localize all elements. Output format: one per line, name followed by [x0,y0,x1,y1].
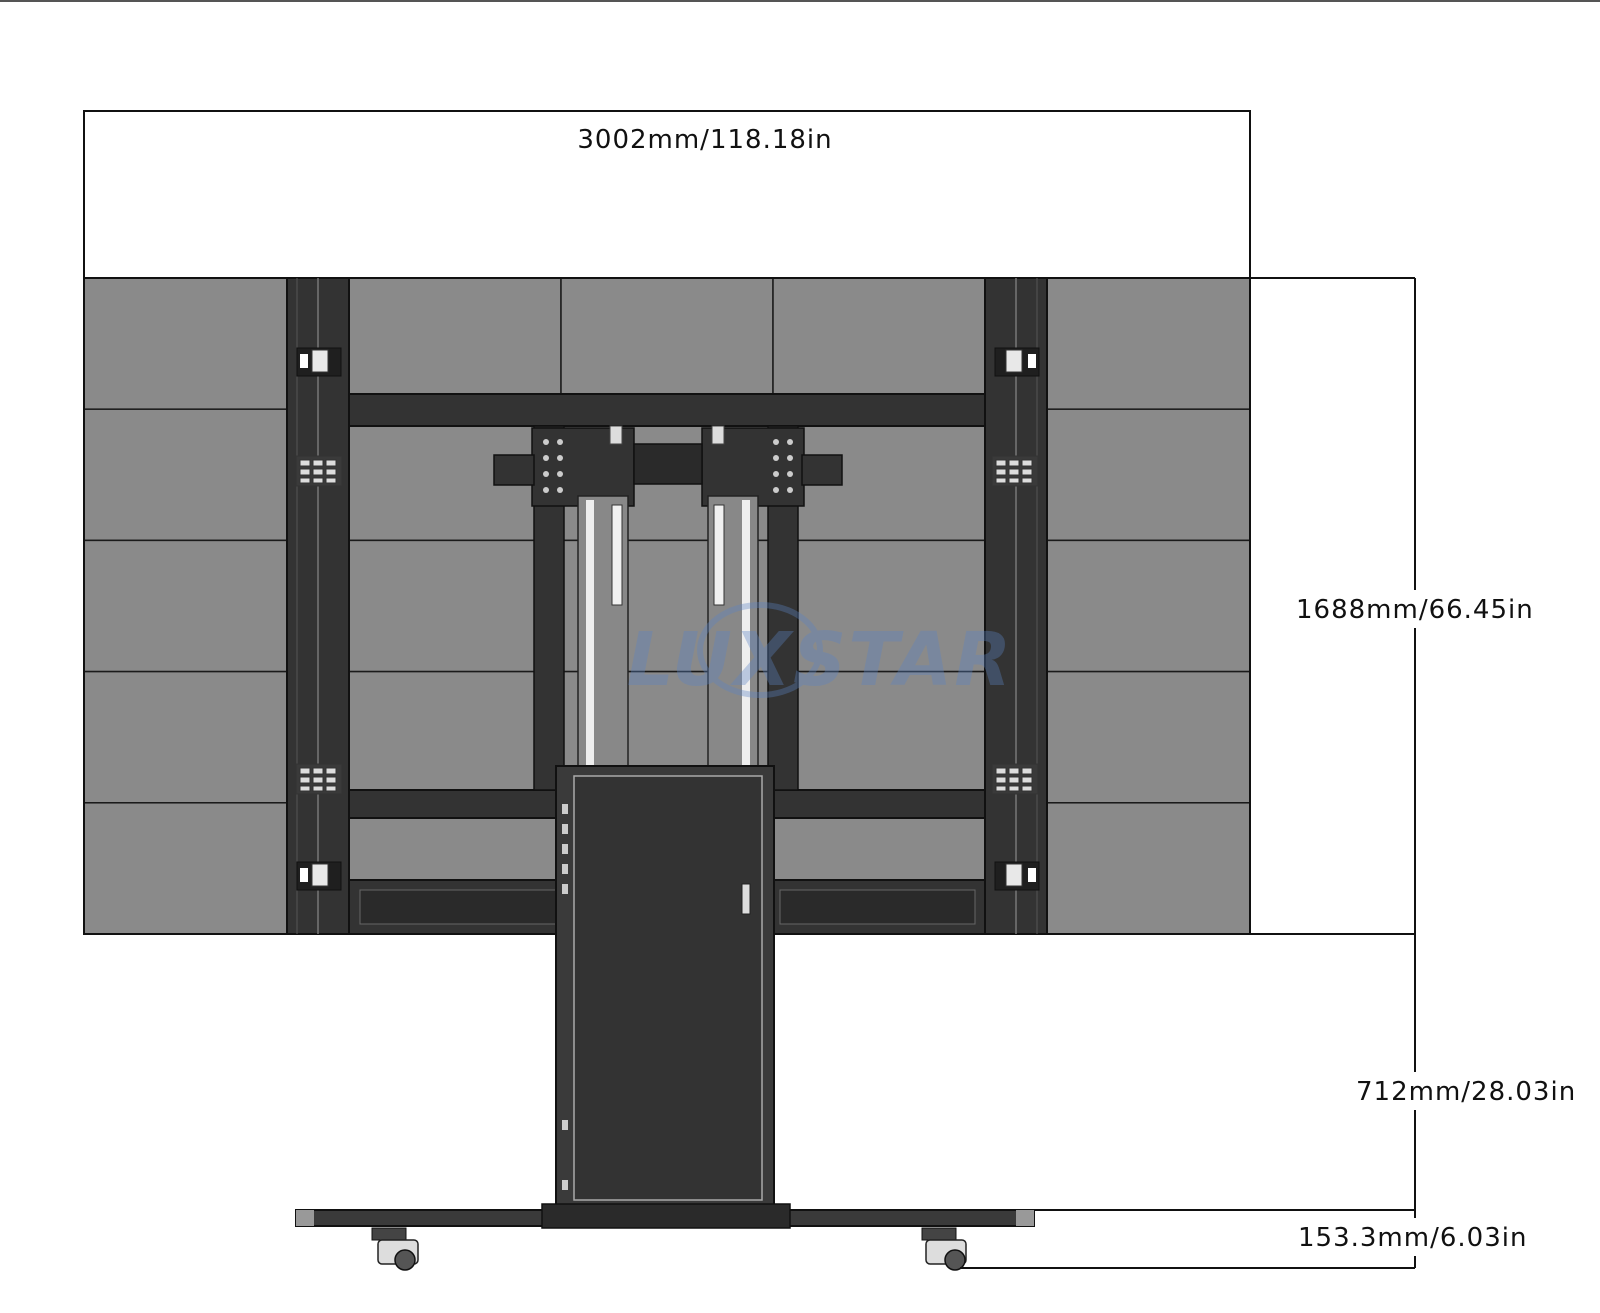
clamp-bottom-right [994,861,1040,891]
bracket-mid-left-upper [295,455,343,487]
watermark-swoosh [697,602,823,698]
panel-center-r1-c3 [772,277,986,410]
panel-center-r1-c2 [560,277,774,410]
panel-center-r1-c1 [348,277,562,410]
base-height-dimension-label: 153.3mm/6.03in [1298,1223,1527,1253]
watermark: LUXSTAR [627,602,1014,703]
panel-left-r1-c1 [83,277,288,410]
bracket-mid-right-upper [991,455,1039,487]
panel-center-r4-c1 [348,670,562,804]
panel-right-r1-c1 [1046,277,1251,410]
stand-height-dimension-label: 712mm/28.03in [1356,1077,1576,1107]
watermark-text: LUXSTAR [627,617,1014,703]
mounting-clamps [295,347,1040,891]
panel-left-r4-c1 [83,670,288,804]
stand-cabinet [555,765,775,1211]
stand-base [295,1203,1035,1271]
cabinet-door [573,775,763,1201]
panel-left-r2-c1 [83,408,288,542]
clamp-top-right [994,347,1040,377]
bracket-arm-right [801,454,843,486]
base-center-block [541,1203,791,1229]
panel-center-r3-c1 [348,539,562,673]
panel-right-r2-c1 [1046,408,1251,542]
panel-left-r5-c1 [83,802,288,935]
panel-right-r4-c1 [1046,670,1251,804]
panel-right-r5-c1 [1046,802,1251,935]
bracket-mid-left-lower [295,763,343,795]
panel-left-r3-c1 [83,539,288,673]
panel-right-r3-c1 [1046,539,1251,673]
caster-right [921,1227,967,1271]
caster-left [371,1227,419,1271]
bracket-center-block [633,443,703,485]
cabinet-door-handle [741,883,751,915]
panel-center-r4-c3 [772,670,986,804]
top-crossbar [348,393,986,427]
screen-height-dimension-label: 1688mm/66.45in [1296,595,1534,625]
bracket-mid-right-lower [991,763,1039,795]
bracket-arm-left [493,454,535,486]
width-dimension-label: 3002mm/118.18in [577,125,832,155]
clamp-bottom-left [296,861,342,891]
clamp-top-left [296,347,342,377]
